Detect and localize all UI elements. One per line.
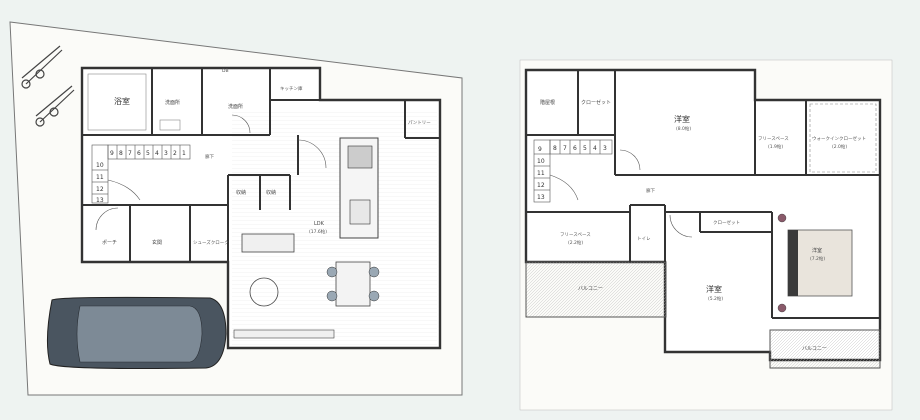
room-label-closet-mid: クローゼット: [713, 219, 740, 226]
room-label-porch: ポーチ: [102, 239, 117, 246]
room-area-walk-in-closet: (2.0帖): [832, 143, 847, 150]
room-label-hallway: 廊下: [205, 153, 214, 160]
step-label: 4: [155, 150, 159, 157]
lamp-icon: [777, 213, 787, 223]
room-area-free-space-left: (2.2帖): [568, 239, 583, 246]
room-label-ldk: LDK: [314, 221, 325, 227]
step-label: 3: [164, 150, 168, 157]
lamp-icon: [777, 303, 787, 313]
room-label-pantry: パントリー: [408, 120, 431, 126]
car-icon: [46, 296, 227, 369]
room-label-western-top: 洋室: [674, 114, 690, 124]
step-label: 3: [603, 145, 607, 152]
step-label: 1: [182, 150, 186, 157]
bicycle-icon: [21, 45, 63, 89]
sink-icon: [349, 199, 371, 225]
balcony-left: [525, 261, 667, 318]
first-floor-plan: 9 8 7 6 5 4 3 2 1 10 11 12 13: [9, 21, 463, 396]
chair-icon: [368, 290, 380, 302]
room-label-storage-b: 収納: [266, 189, 276, 196]
room-label-washroom-b: 洗面所: [228, 103, 243, 110]
room-label-balcony-right: バルコニー: [802, 346, 827, 352]
room-label-bath: 浴室: [114, 96, 130, 106]
step-label: 6: [573, 145, 577, 152]
bathtub: [87, 73, 147, 131]
stair-step-numbers-2f: 8 7 6 5 4 3 9 10 11 12 13: [537, 145, 607, 201]
step-label: 11: [537, 170, 545, 177]
room-label-kitchen-storage: キッチン庫: [280, 85, 303, 92]
second-floor-plan: 8 7 6 5 4 3 9 10 11 12 13 階屋根 クローゼット 洋室 …: [519, 59, 893, 411]
step-label: 6: [137, 150, 141, 157]
stairs-first-floor: [91, 144, 191, 204]
step-label: 12: [96, 186, 104, 193]
room-label-hallway-2f: 廊下: [646, 187, 655, 194]
step-label: 10: [537, 158, 545, 165]
step-label: 4: [593, 145, 597, 152]
step-label: 7: [563, 145, 567, 152]
room-label-free-space-left: フリースペース: [560, 232, 591, 238]
bicycle-icon: [35, 85, 75, 127]
room-label-closet-top: クローゼット: [581, 99, 611, 106]
step-label: 9: [538, 146, 542, 153]
step-label: 10: [96, 162, 104, 169]
room-label-free-space-top: フリースペース: [758, 136, 789, 142]
room-label-attic-storage: 階屋根: [540, 99, 555, 106]
step-label: 8: [119, 150, 123, 157]
room-label-entrance: 玄関: [152, 239, 162, 246]
chair-icon: [326, 266, 338, 278]
step-label: 5: [583, 145, 587, 152]
stair-step-numbers: 9 8 7 6 5 4 3 2 1 10 11 12 13: [96, 150, 186, 204]
room-area-western-top: (8.0帖): [676, 125, 691, 132]
room-label-toilet: トイレ: [637, 237, 651, 242]
stairs-second-floor: [533, 139, 613, 203]
chair-icon: [326, 290, 338, 302]
chair-icon: [368, 266, 380, 278]
stove-icon: [347, 145, 373, 169]
wash-basin: [159, 119, 181, 131]
balcony-right: [769, 329, 881, 369]
step-label: 11: [96, 174, 104, 181]
step-label: 12: [537, 182, 545, 189]
room-area-western-right: (7.2帖): [810, 255, 825, 262]
dining-table: [335, 261, 371, 307]
step-label: 8: [553, 145, 557, 152]
room-label-shoe-closet: シューズクローク: [193, 239, 229, 246]
step-label: 9: [110, 150, 114, 157]
step-label: 2: [173, 150, 177, 157]
room-area-western-bottom: (5.2帖): [708, 295, 723, 302]
step-label: 13: [537, 194, 545, 201]
step-label: 13: [96, 197, 104, 204]
room-label-balcony-left: バルコニー: [578, 286, 603, 292]
tv-board: [241, 233, 295, 253]
tv-unit: [233, 329, 335, 339]
step-label: 5: [146, 150, 150, 157]
room-label-western-right: 洋室: [812, 247, 822, 254]
room-label-washroom-a: 洗面所: [165, 99, 180, 106]
room-area-ldk: (17.6帖): [309, 228, 327, 235]
room-label-storage-a: 収納: [236, 189, 246, 196]
sofa-table-icon: [249, 277, 279, 307]
room-label-western-bottom: 洋室: [706, 284, 722, 294]
db-mark: DB: [222, 68, 229, 74]
step-label: 7: [128, 150, 132, 157]
room-area-free-space-top: (1.9帖): [768, 143, 783, 150]
room-label-walk-in-closet: ウォークインクローゼット: [812, 135, 866, 142]
